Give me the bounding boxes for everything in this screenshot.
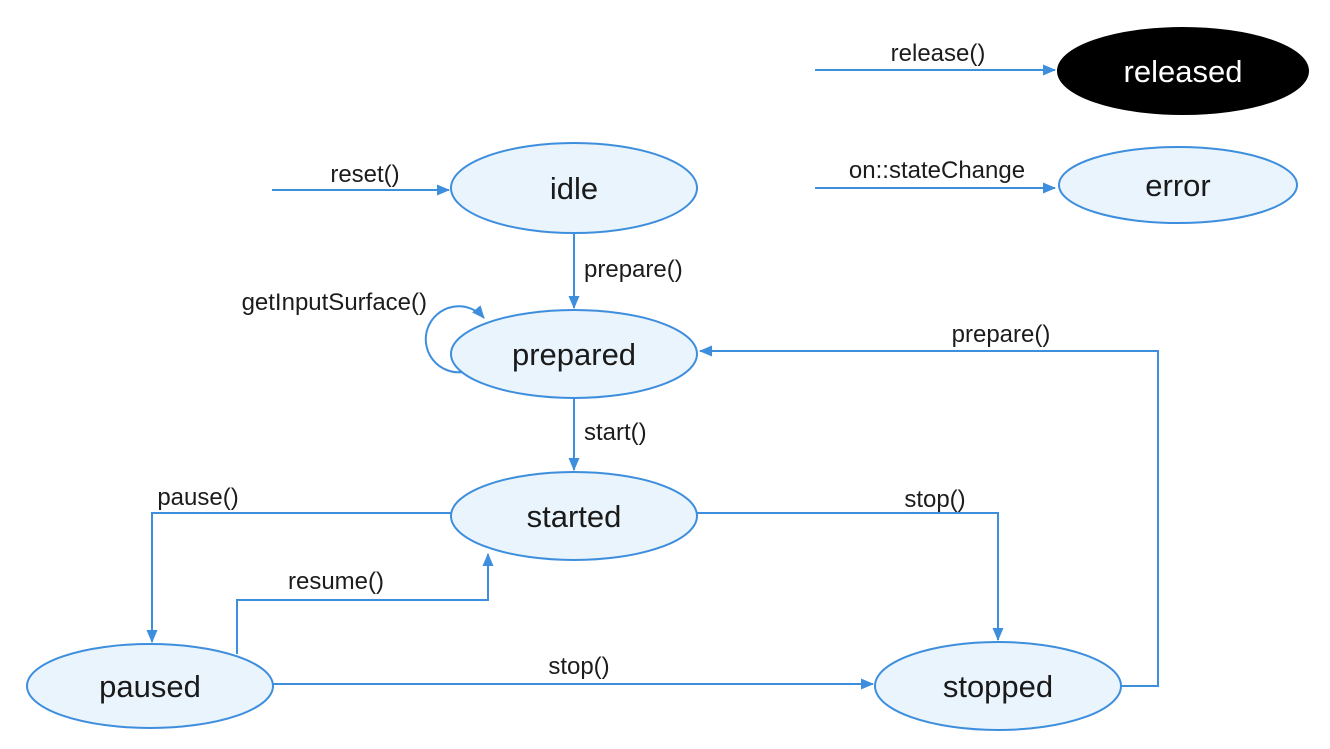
self-loop-arrow-getinputsurface-loop bbox=[424, 305, 485, 374]
transition-label-prepared-start: start() bbox=[584, 419, 647, 446]
transition-label-idle-prepare: prepare() bbox=[584, 256, 683, 283]
state-ellipse-released bbox=[1057, 27, 1309, 115]
transition-statechange-to-error: on::stateChange bbox=[815, 157, 1056, 194]
transition-arrow-paused-resume bbox=[236, 553, 494, 654]
transition-prepared-start: start() bbox=[568, 399, 647, 471]
transition-started-stop: stop() bbox=[697, 486, 1004, 641]
state-node-started: started bbox=[450, 471, 698, 561]
transition-label-started-stop: stop() bbox=[904, 486, 965, 513]
state-label-idle: idle bbox=[550, 171, 598, 206]
state-label-paused: paused bbox=[99, 669, 201, 704]
transition-arrow-started-pause bbox=[146, 512, 451, 643]
state-label-prepared: prepared bbox=[512, 337, 636, 372]
state-node-prepared: prepared bbox=[450, 309, 698, 399]
transition-label-statechange-to-error: on::stateChange bbox=[849, 157, 1025, 184]
state-ellipse-paused bbox=[26, 643, 274, 729]
state-label-stopped: stopped bbox=[943, 669, 1053, 704]
state-node-paused: paused bbox=[26, 643, 274, 729]
transition-getinputsurface-loop: getInputSurface() bbox=[242, 289, 485, 374]
transition-paused-stop: stop() bbox=[273, 653, 874, 690]
transition-reset-to-idle: reset() bbox=[272, 161, 450, 196]
transition-label-release-to-released: release() bbox=[891, 40, 986, 67]
state-node-idle: idle bbox=[450, 142, 698, 234]
transition-started-pause: pause() bbox=[146, 484, 451, 643]
transition-label-reset-to-idle: reset() bbox=[330, 161, 399, 188]
state-label-started: started bbox=[527, 499, 622, 534]
transition-idle-prepare: prepare() bbox=[568, 234, 683, 309]
state-node-stopped: stopped bbox=[874, 641, 1122, 731]
state-ellipse-stopped bbox=[874, 641, 1122, 731]
transition-label-stopped-prepare: prepare() bbox=[952, 321, 1051, 348]
state-ellipse-prepared bbox=[450, 309, 698, 399]
transition-label-started-pause: pause() bbox=[157, 484, 238, 511]
state-ellipse-idle bbox=[450, 142, 698, 234]
transition-arrow-stopped-prepare bbox=[699, 345, 1159, 687]
transition-label-paused-stop: stop() bbox=[548, 653, 609, 680]
transition-paused-resume: resume() bbox=[236, 553, 494, 654]
state-ellipse-started bbox=[450, 471, 698, 561]
state-ellipse-error bbox=[1058, 146, 1298, 224]
transition-release-to-released: release() bbox=[815, 40, 1056, 76]
state-node-error: error bbox=[1058, 146, 1298, 224]
state-label-released: released bbox=[1124, 54, 1243, 89]
transition-label-paused-resume: resume() bbox=[288, 568, 384, 595]
transition-stopped-prepare: prepare() bbox=[699, 321, 1159, 687]
transition-arrow-started-stop bbox=[697, 512, 1004, 641]
state-label-error: error bbox=[1145, 168, 1210, 203]
state-node-released: released bbox=[1057, 27, 1309, 115]
transition-label-getinputsurface-loop: getInputSurface() bbox=[242, 289, 427, 316]
